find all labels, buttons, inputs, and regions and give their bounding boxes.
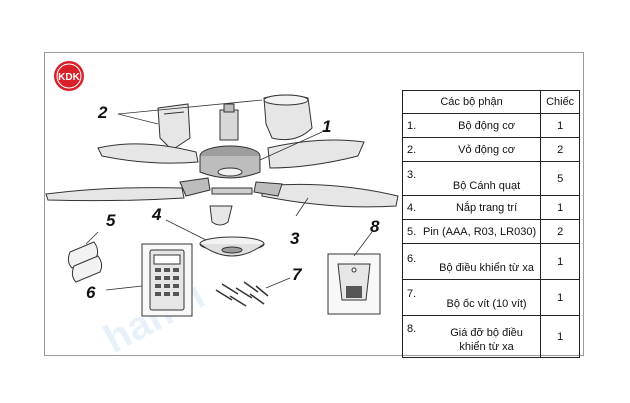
row-qty: 1	[540, 113, 581, 138]
callout-3: 3	[290, 229, 300, 248]
row-num: 5.	[407, 225, 417, 238]
row-num: 1.	[407, 119, 417, 132]
batteries-part	[67, 241, 103, 283]
kdk-logo: KDK	[54, 61, 84, 91]
callout-6: 6	[86, 283, 96, 302]
table-row: 1. Bộ động cơ 1	[401, 113, 581, 138]
callout-8: 8	[370, 217, 380, 236]
row-num: 2.	[407, 143, 417, 156]
callout-2-line-a	[117, 99, 263, 115]
row-name: Bộ động cơ	[458, 119, 515, 132]
row-qty: 2	[540, 137, 581, 162]
row-name: Bộ Cánh quạt	[452, 179, 521, 192]
row-num: 4.	[407, 201, 417, 214]
row-num: 7.	[407, 288, 417, 300]
logo-text: KDK	[58, 72, 80, 83]
row-name: Giá đỡ bộ điều khiển từ xa	[450, 326, 523, 353]
light-bulb-part	[209, 205, 233, 226]
callout-2-line-b	[117, 113, 159, 125]
row-num: 8.	[407, 322, 417, 335]
callout-6-line	[105, 285, 143, 291]
remote-holder-part	[327, 253, 381, 315]
row-name: Nắp trang trí	[455, 201, 518, 214]
remote-control-part	[141, 243, 193, 317]
callout-5: 5	[106, 211, 116, 230]
callout-4-line	[165, 219, 207, 241]
motor-cover-part	[157, 94, 313, 151]
callout-2: 2	[97, 103, 108, 122]
row-name: Vỏ động cơ	[458, 143, 515, 156]
callout-1: 1	[322, 117, 331, 136]
row-name: Bộ điều khiển từ xa	[439, 261, 534, 274]
table-row: 8. Giá đỡ bộ điều khiển từ xa 1	[401, 315, 581, 358]
callout-3-line	[295, 197, 309, 217]
table-row: 2. Vỏ động cơ 2	[401, 137, 581, 162]
row-qty: 2	[540, 219, 581, 244]
callout-5-line	[85, 231, 99, 245]
table-header-row: Các bộ phận Chiếc	[401, 90, 581, 114]
table-row: 3. Bộ Cánh quạt 5	[401, 161, 581, 196]
callout-8-line	[353, 231, 373, 257]
header-part: Các bộ phận	[401, 90, 542, 114]
motor-part	[199, 103, 261, 195]
row-qty: 1	[540, 243, 581, 280]
parts-table: Các bộ phận Chiếc 1. Bộ động cơ 1 2. Vỏ độ…	[401, 90, 581, 358]
row-num: 6.	[407, 252, 417, 265]
callout-7-line	[265, 277, 291, 289]
table-row: 6. Bộ điều khiển từ xa 1	[401, 243, 581, 280]
decorative-cap-part	[199, 236, 265, 257]
row-qty: 1	[540, 315, 581, 358]
table-row: 5. Pin (AAA, R03, LR030) 2	[401, 219, 581, 244]
table-row: 7. Bộ ốc vít (10 vít) 1	[401, 279, 581, 316]
fan-blades-part	[45, 139, 399, 208]
callout-7: 7	[292, 265, 303, 284]
row-name: Pin (AAA, R03, LR030)	[423, 225, 537, 238]
table-row: 4. Nắp trang trí 1	[401, 195, 581, 220]
row-num: 3.	[407, 168, 417, 181]
callout-1-line	[259, 131, 323, 161]
row-qty: 5	[540, 161, 581, 196]
header-qty: Chiếc	[540, 90, 581, 114]
blade-brackets	[179, 177, 283, 197]
row-qty: 1	[540, 279, 581, 316]
screw-set-part	[215, 281, 269, 307]
row-qty: 1	[540, 195, 581, 220]
callout-4: 4	[151, 205, 162, 224]
row-name: Bộ ốc vít (10 vít)	[446, 298, 527, 310]
